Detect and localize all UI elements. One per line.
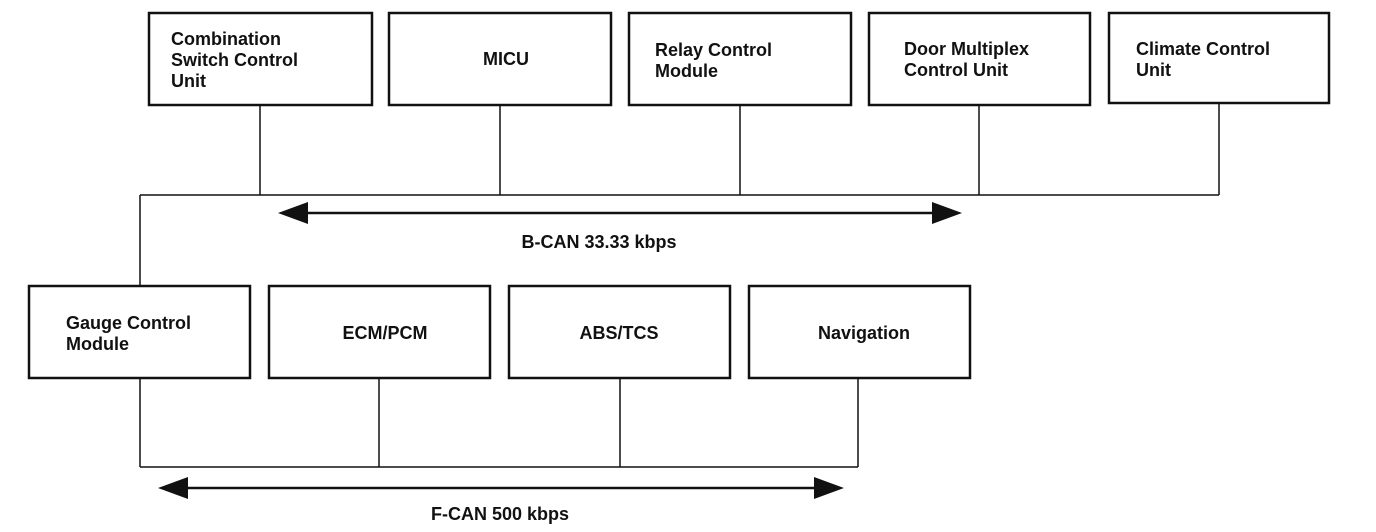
module-label-line: Climate Control <box>1136 39 1270 59</box>
module-label: Navigation <box>818 323 910 343</box>
module-label-line: ABS/TCS <box>579 323 658 343</box>
module-box <box>27 284 252 380</box>
b-can-arrow-left-head <box>278 202 308 224</box>
module-label-line: Relay Control <box>655 40 772 60</box>
module-micu: MICU <box>387 11 613 107</box>
module-label-line: Module <box>66 334 129 354</box>
b-can-label: B-CAN 33.33 kbps <box>521 232 676 252</box>
b-can-wiring <box>139 103 1220 286</box>
module-label-line: Switch Control <box>171 50 298 70</box>
module-label-line: ECM/PCM <box>343 323 428 343</box>
module-label-line: Unit <box>1136 60 1171 80</box>
module-climate-control-unit: Climate Control Unit <box>1107 11 1331 105</box>
module-label: ABS/TCS <box>579 323 658 343</box>
module-box <box>147 11 374 107</box>
module-label-line: Door Multiplex <box>904 39 1029 59</box>
module-box <box>267 284 492 380</box>
module-label: Relay Control Module <box>655 40 777 81</box>
module-door-multiplex-control-unit: Door Multiplex Control Unit <box>867 11 1092 107</box>
module-box <box>867 11 1092 107</box>
f-can-arrow-left-head <box>158 477 188 499</box>
b-can-arrow <box>278 202 962 224</box>
module-label-line: Combination <box>171 29 281 49</box>
f-can-arrow <box>158 477 844 499</box>
module-box <box>1107 11 1331 105</box>
module-navigation: Navigation <box>747 284 972 380</box>
module-label-line: Control Unit <box>904 60 1008 80</box>
b-can-arrow-right-head <box>932 202 962 224</box>
module-box <box>387 11 613 107</box>
module-label: Climate Control Unit <box>1136 39 1275 80</box>
module-label-line: Module <box>655 61 718 81</box>
module-relay-control-module: Relay Control Module <box>627 11 853 107</box>
module-label: MICU <box>483 49 529 69</box>
module-label: Gauge Control Module <box>66 313 196 354</box>
module-label: ECM/PCM <box>343 323 428 343</box>
module-ecm-pcm: ECM/PCM <box>267 284 492 380</box>
f-can-label: F-CAN 500 kbps <box>431 504 569 524</box>
f-can-arrow-right-head <box>814 477 844 499</box>
module-label-line: Gauge Control <box>66 313 191 333</box>
module-label-line: Unit <box>171 71 206 91</box>
module-box <box>507 284 732 380</box>
module-label: Combination Switch Control Unit <box>171 29 303 91</box>
f-can-wiring <box>139 378 859 468</box>
module-combination-switch-control-unit: Combination Switch Control Unit <box>147 11 374 107</box>
module-box <box>747 284 972 380</box>
module-box <box>627 11 853 107</box>
module-label-line: MICU <box>483 49 529 69</box>
module-label: Door Multiplex Control Unit <box>904 39 1034 80</box>
module-abs-tcs: ABS/TCS <box>507 284 732 380</box>
module-gauge-control-module: Gauge Control Module <box>27 284 252 380</box>
module-label-line: Navigation <box>818 323 910 343</box>
